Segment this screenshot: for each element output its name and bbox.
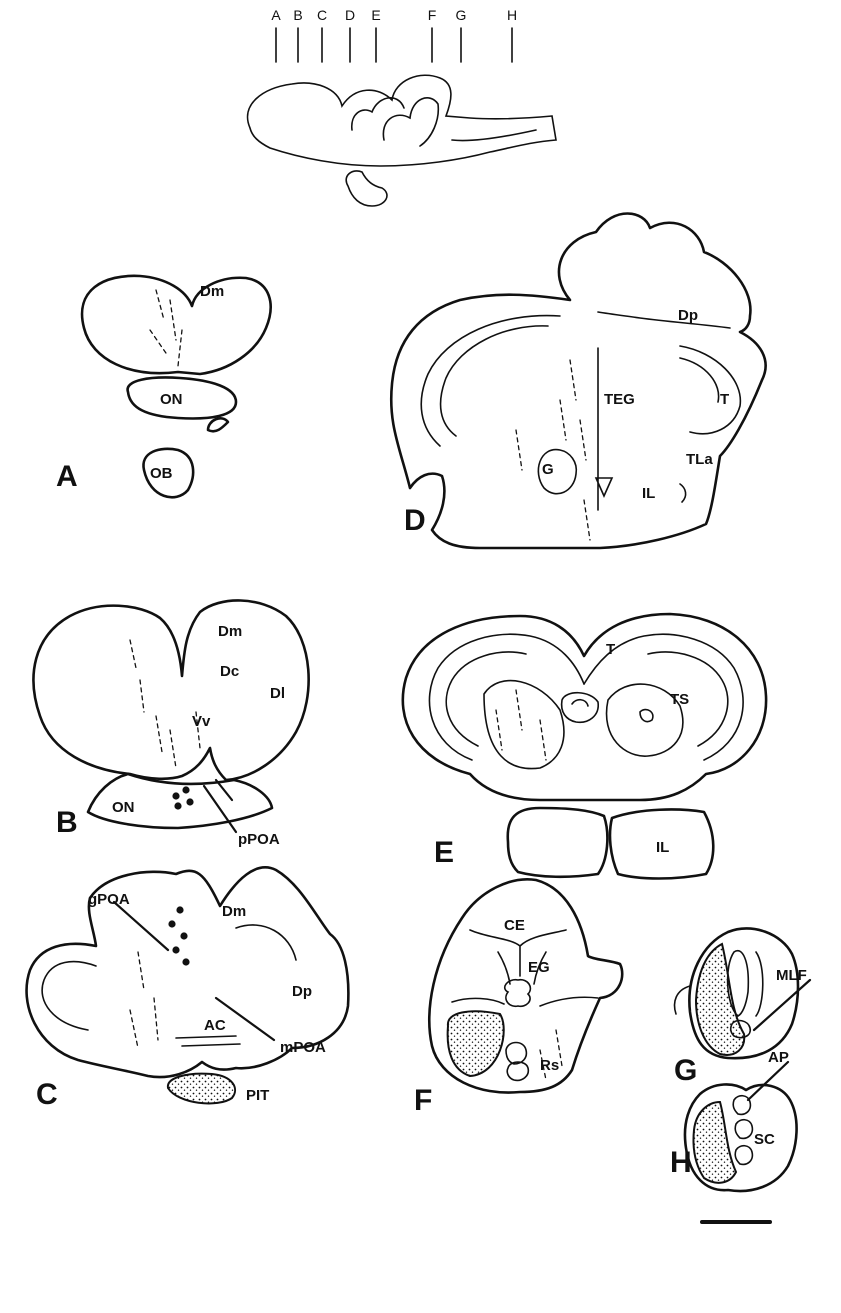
label-dl: Dl	[270, 685, 285, 702]
label-ts: TS	[670, 691, 689, 708]
level-label-f: F	[428, 7, 437, 23]
label-il: IL	[642, 485, 655, 502]
cell-dot	[174, 802, 181, 809]
panel-letter-h: H	[670, 1146, 692, 1179]
pituitary-outline	[168, 1074, 235, 1104]
label-dm: Dm	[200, 283, 224, 300]
telencephalon-outline	[33, 600, 308, 780]
il-left-outline	[508, 808, 608, 877]
cell-dot	[172, 792, 179, 799]
label-gpoa: gPOA	[88, 891, 130, 908]
label-sc: SC	[754, 1131, 775, 1148]
cell-dot	[172, 946, 179, 953]
label-tla: TLa	[686, 451, 713, 468]
level-label-e: E	[371, 7, 380, 23]
cell-dot	[168, 920, 175, 927]
cell-dot	[180, 932, 187, 939]
label-on: ON	[112, 799, 135, 816]
lateral-brain-overview: A B C D E F G H	[248, 7, 556, 206]
cell-dot	[176, 906, 183, 913]
tectum-outline	[403, 614, 766, 800]
label-dm: Dm	[218, 623, 242, 640]
label-mpoa: mPOA	[280, 1039, 326, 1056]
label-dp: Dp	[292, 983, 312, 1000]
panel-letter-b: B	[56, 806, 78, 839]
label-dm: Dm	[222, 903, 246, 920]
hypothalamus-lobe	[346, 171, 387, 206]
panel-letter-c: C	[36, 1078, 58, 1111]
small-nerve-outline	[208, 418, 228, 431]
label-ce: CE	[504, 917, 525, 934]
level-label-h: H	[507, 7, 517, 23]
telencephalon-outline	[82, 276, 271, 374]
section-panel-d: Dp TEG T G TLa IL D	[391, 214, 765, 549]
cerebellum-folds	[352, 98, 439, 146]
label-il: IL	[656, 839, 669, 856]
level-label-d: D	[345, 7, 355, 23]
cell-dot	[186, 798, 193, 805]
label-mlf: MLF	[776, 967, 807, 984]
panel-letter-g: G	[674, 1054, 697, 1087]
level-label-a: A	[271, 7, 281, 23]
label-dp: Dp	[678, 307, 698, 324]
section-panel-b: Dm Dc Dl Vv ON pPOA B	[33, 600, 308, 848]
brainstem-line	[452, 130, 536, 141]
section-panel-g: MLF G	[674, 928, 810, 1087]
label-g: G	[542, 461, 554, 478]
section-panel-e: T TS IL E	[403, 614, 766, 879]
level-label-b: B	[293, 7, 302, 23]
cell-dot	[182, 786, 189, 793]
section-panel-f: CE EG Rs F	[414, 879, 622, 1117]
label-on: ON	[160, 391, 183, 408]
cell-dot	[182, 958, 189, 965]
label-t: T	[720, 391, 729, 408]
label-dc: Dc	[220, 663, 239, 680]
label-ob: OB	[150, 465, 173, 482]
label-ap: AP	[768, 1049, 789, 1066]
label-ppoa: pPOA	[238, 831, 280, 848]
label-ac: AC	[204, 1017, 226, 1034]
brain-outline	[248, 75, 556, 166]
panel-letter-a: A	[56, 460, 78, 493]
brain-outline	[391, 214, 765, 549]
level-tick-lines	[276, 28, 512, 62]
label-pit: PIT	[246, 1087, 269, 1104]
level-label-g: G	[456, 7, 467, 23]
level-label-c: C	[317, 7, 327, 23]
label-rs: Rs	[540, 1057, 559, 1074]
section-panel-c: gPOA Dm Dp AC mPOA PIT C	[27, 867, 349, 1111]
panel-letter-e: E	[434, 836, 454, 869]
section-level-markers: A B C D E F G H	[271, 7, 517, 62]
label-vv: Vv	[192, 713, 211, 730]
label-eg: EG	[528, 959, 550, 976]
lateral-lobe	[675, 986, 690, 1014]
panel-letter-d: D	[404, 504, 426, 537]
label-t: T	[606, 641, 615, 658]
panel-letter-f: F	[414, 1084, 432, 1117]
section-panel-a: Dm ON OB A	[56, 276, 271, 497]
label-teg: TEG	[604, 391, 635, 408]
